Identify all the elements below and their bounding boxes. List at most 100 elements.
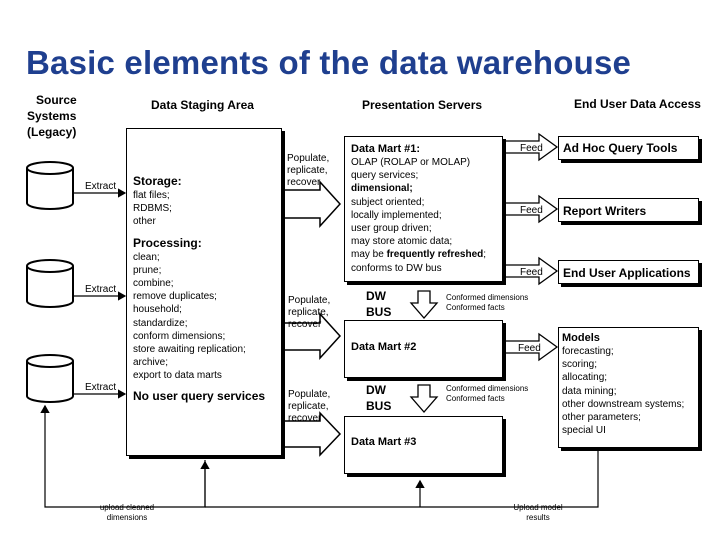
- mart1-line: locally implemented;: [351, 209, 442, 221]
- models-item: allocating;: [562, 372, 608, 384]
- extract-label: Extract: [85, 382, 117, 393]
- mart1-line: OLAP (ROLAP or MOLAP): [351, 157, 471, 168]
- models-box: Models forecasting; scoring; allocating;…: [558, 327, 699, 448]
- conformed-label: Conformed facts: [446, 394, 505, 403]
- models-item: data mining;: [562, 385, 617, 397]
- storage-item: RDBMS;: [133, 203, 172, 215]
- mart1-line: query services;: [351, 170, 419, 182]
- header-source-line2: Systems: [27, 109, 77, 123]
- populate-arrow: [283, 411, 342, 457]
- upload-model-line2: results: [526, 513, 550, 522]
- processing-item: combine;: [133, 277, 174, 289]
- processing-item: prune;: [133, 264, 162, 276]
- processing-item: export to data marts: [133, 370, 222, 382]
- upload-model-label: Upload model results: [508, 503, 568, 523]
- processing-item: archive;: [133, 357, 169, 369]
- populate-word: Populate,: [288, 295, 331, 306]
- end-user-applications-box: End User Applications: [558, 260, 699, 284]
- dw-bus-label: BUS: [366, 305, 392, 319]
- data-staging-box: Storage: flat files; RDBMS; other Proces…: [126, 128, 282, 456]
- populate-label-1: Populate, replicate, recover: [287, 153, 329, 189]
- feed-label: Feed: [520, 205, 543, 216]
- models-item: other parameters;: [562, 411, 641, 423]
- processing-item: clean;: [133, 251, 160, 263]
- populate-word: Populate,: [288, 389, 331, 400]
- feed-arrow: [502, 132, 559, 162]
- models-title: Models: [562, 332, 600, 344]
- upload-cleaned-label: upload cleaned dimensions: [97, 503, 157, 523]
- bus-arrow: [409, 290, 439, 319]
- processing-item: conform dimensions;: [133, 330, 226, 342]
- mart1-line: subject oriented;: [351, 196, 425, 208]
- models-item: scoring;: [562, 359, 598, 371]
- end-user-applications-label: End User Applications: [563, 266, 691, 280]
- processing-item: remove duplicates;: [133, 291, 217, 303]
- report-writers-label: Report Writers: [563, 204, 647, 218]
- populate-arrow: [283, 312, 342, 360]
- mart3-title: Data Mart #3: [351, 436, 417, 448]
- upload-cleaned-line2: dimensions: [106, 513, 148, 522]
- mart1-line: user group driven;: [351, 222, 432, 234]
- feed-label: Feed: [518, 343, 541, 354]
- storage-item: flat files;: [133, 190, 170, 201]
- populate-word: Populate,: [287, 153, 330, 164]
- ad-hoc-query-tools-box: Ad Hoc Query Tools: [558, 136, 699, 160]
- processing-item: store awaiting replication;: [133, 343, 246, 355]
- populate-label-2: Populate, replicate, recover: [288, 295, 330, 331]
- populate-word: replicate,: [287, 165, 328, 176]
- ad-hoc-query-tools-label: Ad Hoc Query Tools: [563, 141, 678, 155]
- mart1-line: dimensional;: [351, 183, 413, 195]
- storage-title: Storage:: [133, 174, 182, 188]
- upload-model-line1: Upload model: [513, 503, 563, 512]
- populate-word: replicate,: [288, 401, 329, 412]
- conformed-label: Conformed dimensions: [446, 384, 529, 393]
- mart2-title: Data Mart #2: [351, 341, 417, 353]
- header-end-user: End User Data Access: [574, 97, 701, 111]
- feed-arrow: [502, 256, 559, 286]
- upload-model-line: [205, 448, 599, 508]
- processing-item: standardize;: [133, 317, 188, 329]
- populate-word: replicate,: [288, 307, 329, 318]
- mart1-line: may be frequently refreshed;: [351, 249, 487, 261]
- mart1-line: conforms to DW bus: [351, 262, 442, 274]
- report-writers-box: Report Writers: [558, 198, 699, 222]
- feed-arrow: [502, 332, 559, 362]
- data-mart-3-box: Data Mart #3: [344, 416, 503, 474]
- populate-label-3: Populate, replicate, recover: [288, 389, 330, 425]
- populate-word: recover: [287, 177, 321, 188]
- conformed-label: Conformed facts: [446, 303, 505, 312]
- populate-arrow: [283, 180, 342, 228]
- source-database-icon-1: [26, 161, 74, 210]
- conformed-label: Conformed dimensions: [446, 293, 529, 302]
- models-item: forecasting;: [562, 346, 614, 357]
- bus-arrow: [409, 384, 439, 413]
- source-database-icon-3: [26, 354, 74, 403]
- feed-label: Feed: [520, 143, 543, 154]
- header-source-line3: (Legacy): [27, 125, 77, 139]
- mart1-line: may store atomic data;: [351, 236, 453, 248]
- models-item: special UI: [562, 425, 606, 437]
- extract-label: Extract: [85, 284, 117, 295]
- feed-arrow: [502, 194, 559, 224]
- upload-cleaned-line1: upload cleaned: [99, 503, 155, 512]
- header-source-line1: Source: [36, 93, 77, 107]
- models-item: other downstream systems;: [562, 398, 685, 410]
- no-query-label: No user query services: [133, 389, 266, 404]
- data-mart-1-box: Data Mart #1: OLAP (ROLAP or MOLAP) quer…: [344, 136, 503, 282]
- dw-bus-label: DW: [366, 289, 386, 303]
- data-mart-2-box: Data Mart #2: [344, 320, 503, 378]
- dw-bus-label: BUS: [366, 399, 392, 413]
- extract-label: Extract: [85, 181, 117, 192]
- mart1-title: Data Mart #1:: [351, 143, 421, 155]
- source-database-icon-2: [26, 259, 74, 308]
- header-staging: Data Staging Area: [151, 98, 254, 112]
- storage-item: other: [133, 216, 156, 228]
- populate-word: recover: [288, 319, 322, 330]
- processing-item: household;: [133, 304, 182, 316]
- populate-word: recover: [288, 413, 322, 424]
- header-presentation: Presentation Servers: [362, 98, 483, 112]
- dw-bus-label: DW: [366, 383, 386, 397]
- processing-title: Processing:: [133, 235, 202, 250]
- feed-label: Feed: [520, 267, 543, 278]
